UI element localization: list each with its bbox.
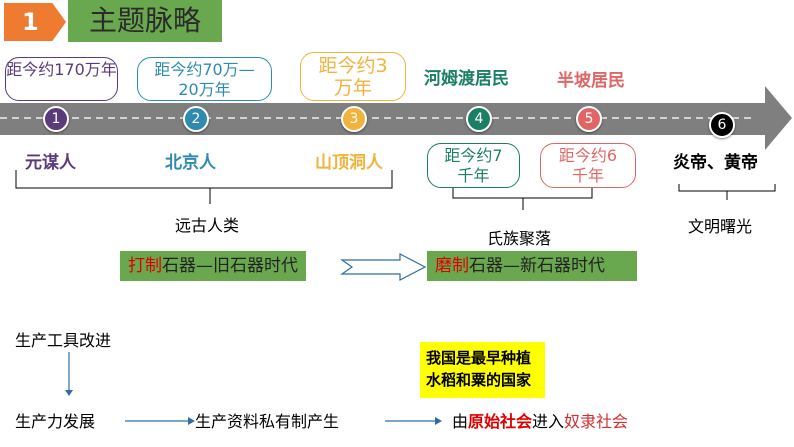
beijing-label: 北京人: [165, 153, 216, 173]
flow-step-society: 由原始社会进入奴隶社会: [452, 408, 628, 432]
flow-arrows: [65, 352, 442, 425]
timeline-arrow: [0, 86, 792, 150]
text-you: 由: [452, 412, 469, 431]
page-title: 主题脉略: [68, 0, 222, 42]
neolithic-text: 石器—新石器时代: [469, 256, 605, 276]
shandingdong-label: 山顶洞人: [315, 153, 383, 173]
node-4: 4: [466, 106, 492, 132]
node-2: 2: [183, 106, 209, 132]
flow-step-tools: 生产工具改进: [15, 331, 112, 350]
slave-society: 奴隶社会: [564, 412, 629, 431]
paleolithic-text: 石器—旧石器时代: [162, 256, 298, 276]
primitive-society: 原始社会: [468, 412, 533, 431]
group-dawn-of-civilization: 文明曙光: [688, 217, 753, 236]
node-6: 6: [709, 112, 735, 138]
double-arrow-icon: [340, 253, 427, 281]
node-5: 5: [576, 106, 602, 132]
hemudu-label: 河姆渡居民: [424, 69, 509, 89]
text-enter: 进入: [532, 412, 565, 431]
group-ancient-humans: 远古人类: [175, 216, 240, 235]
chipped-label: 打制: [128, 256, 162, 276]
time-box-4: 距今约7千年: [427, 143, 520, 188]
time-box-5: 距今约6千年: [540, 143, 636, 188]
node-1: 1: [43, 106, 69, 132]
banpo-label: 半坡居民: [557, 71, 625, 91]
section-badge: 1: [4, 3, 66, 41]
paleolithic-box: 打制石器—旧石器时代: [120, 251, 306, 281]
flow-step-productivity: 生产力发展: [15, 412, 96, 431]
neolithic-box: 磨制石器—新石器时代: [427, 251, 637, 281]
rice-millet-note: 我国是最早种植水稻和粟的国家: [420, 342, 545, 398]
yuanmou-label: 元谋人: [25, 153, 76, 173]
group-clan-settlements: 氏族聚落: [487, 229, 552, 248]
time-box-2: 距今约70万—20万年: [137, 57, 272, 101]
yandi-huangdi-label: 炎帝、黄帝: [673, 153, 758, 173]
polished-label: 磨制: [435, 256, 469, 276]
time-box-3: 距今约3万年: [300, 52, 406, 101]
group-brackets: [15, 170, 776, 210]
flow-step-private-ownership: 生产资料私有制产生: [195, 412, 340, 431]
node-3: 3: [341, 106, 367, 132]
time-box-1: 距今约170万年: [5, 57, 118, 101]
